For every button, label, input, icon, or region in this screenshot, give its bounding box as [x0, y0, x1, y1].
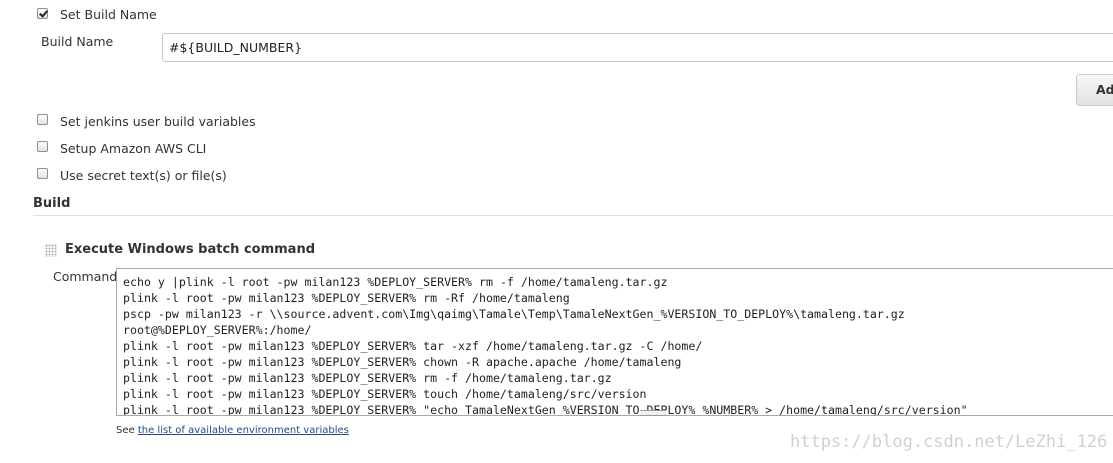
command-line: pscp -pw milan123 -r \\source.advent.com…: [123, 307, 905, 321]
command-line: plink -l root -pw milan123 %DEPLOY_SERVE…: [123, 371, 612, 385]
setup-amazon-aws-cli-label: Setup Amazon AWS CLI: [60, 141, 207, 156]
advanced-button[interactable]: Advanced...: [1076, 74, 1113, 106]
command-line: plink -l root -pw milan123 %DEPLOY_SERVE…: [123, 291, 570, 305]
build-name-input[interactable]: #${BUILD_NUMBER}: [162, 33, 1113, 62]
drag-handle-icon[interactable]: [45, 244, 57, 257]
textarea-resize-handle[interactable]: [640, 410, 666, 416]
set-jenkins-user-build-variables-label: Set jenkins user build variables: [60, 114, 256, 129]
env-variables-prefix: See: [116, 425, 138, 436]
use-secret-text-checkbox[interactable]: [37, 168, 48, 179]
set-build-name-checkbox[interactable]: [37, 8, 48, 19]
command-line: plink -l root -pw milan123 %DEPLOY_SERVE…: [123, 403, 968, 416]
command-line: root@%DEPLOY_SERVER%:/home/: [123, 323, 312, 337]
set-jenkins-user-build-variables-checkbox[interactable]: [37, 114, 48, 125]
set-build-name-label: Set Build Name: [60, 7, 157, 22]
env-variables-link[interactable]: the list of available environment variab…: [137, 425, 349, 436]
build-section-title: Build: [33, 196, 71, 211]
watermark: https://blog.csdn.net/LeZhi_126: [790, 432, 1108, 452]
build-name-label: Build Name: [41, 34, 114, 49]
setup-amazon-aws-cli-checkbox[interactable]: [37, 141, 48, 152]
env-variables-note: See the list of available environment va…: [116, 425, 349, 436]
command-line: plink -l root -pw milan123 %DEPLOY_SERVE…: [123, 387, 647, 401]
command-textarea[interactable]: echo y |plink -l root -pw milan123 %DEPL…: [116, 268, 1113, 416]
use-secret-text-label: Use secret text(s) or file(s): [60, 168, 227, 183]
section-divider: [33, 215, 1113, 216]
command-line: plink -l root -pw milan123 %DEPLOY_SERVE…: [123, 339, 703, 353]
command-line: echo y |plink -l root -pw milan123 %DEPL…: [123, 275, 668, 289]
build-step-title: Execute Windows batch command: [65, 242, 316, 257]
command-label: Command: [53, 269, 118, 284]
command-line: plink -l root -pw milan123 %DEPLOY_SERVE…: [123, 355, 682, 369]
